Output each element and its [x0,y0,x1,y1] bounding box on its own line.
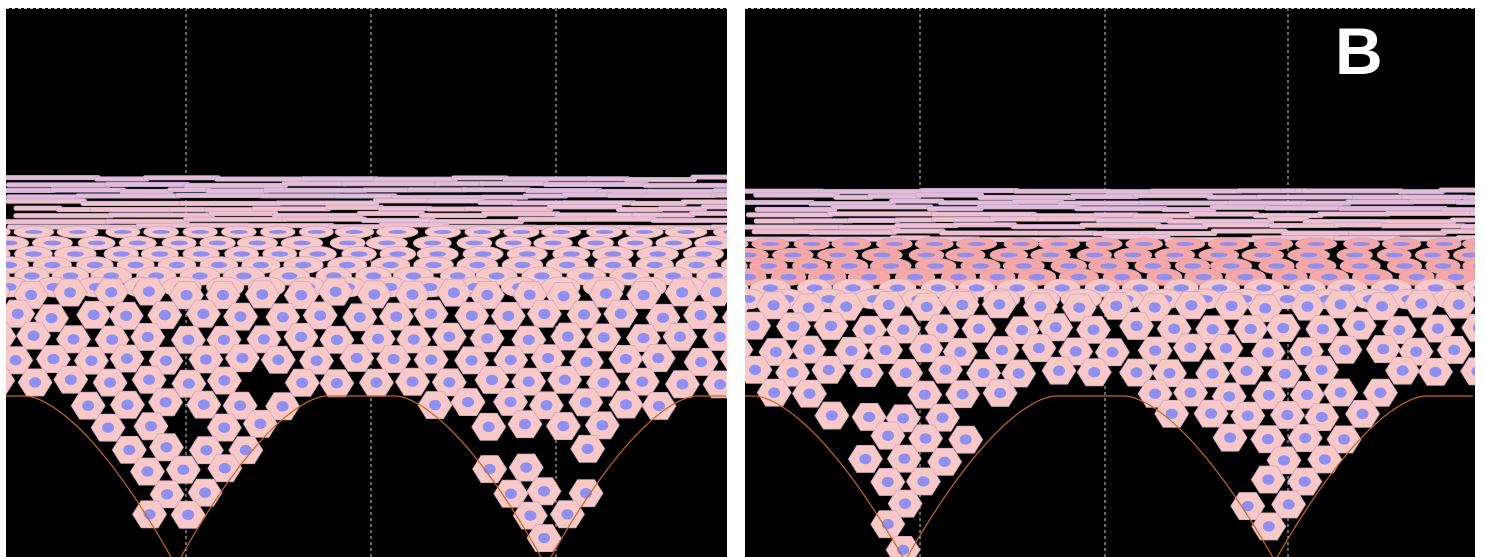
tissue-canvas-left [6,8,727,557]
simulation-panel-left [6,8,727,557]
tissue-canvas-right [745,8,1475,557]
panel-label: B [1335,14,1383,88]
simulation-panel-right [745,8,1475,557]
hexagonal-cells [745,289,1475,557]
cornified-layers [745,187,1475,243]
basement-membrane-line [6,395,726,557]
hexagonal-cells [6,277,727,552]
cornified-layers [6,174,727,231]
basement-membrane-line [745,395,1473,557]
